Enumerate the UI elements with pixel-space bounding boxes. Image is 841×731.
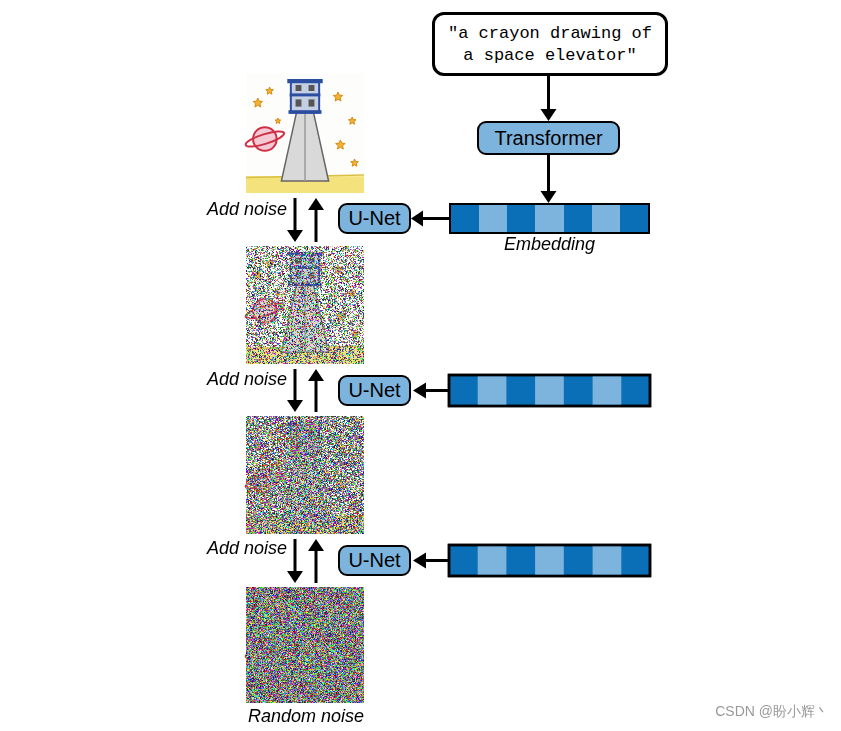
flow-arrow	[411, 211, 449, 227]
node-text: U-Net	[348, 379, 400, 402]
embedding-bar: Embedding	[449, 203, 650, 234]
embedding-cell	[451, 205, 479, 232]
node-text: U-Net	[348, 207, 400, 230]
embedding-cell	[592, 205, 620, 232]
noise-arrows	[287, 198, 324, 583]
arrow-head	[411, 211, 423, 227]
step-label: Add noise	[207, 538, 287, 559]
embedding-cell	[620, 205, 648, 232]
embedding-cell	[507, 205, 535, 232]
embedding-arrows	[413, 383, 448, 569]
watermark: CSDN @盼小辉丶	[715, 703, 829, 721]
arrow-line	[547, 155, 550, 193]
embedding-cell	[564, 205, 592, 232]
step-label: Add noise	[207, 369, 287, 390]
unet-box: U-Net	[338, 375, 411, 406]
step-label: Add noise	[207, 199, 287, 220]
embedding-bar	[449, 375, 650, 406]
arrow-head	[541, 109, 557, 121]
caption-label: Random noise	[206, 706, 406, 727]
node-text: Transformer	[494, 127, 602, 150]
arrow-line	[421, 217, 449, 220]
prompt-box: "a crayon drawing of a space elevator"	[432, 12, 668, 76]
flow-arrow	[541, 155, 557, 203]
flow-arrow	[541, 76, 557, 121]
unet-box: U-Net	[338, 203, 411, 234]
unet-box: U-Net	[338, 545, 411, 576]
arrow-line	[547, 76, 550, 111]
transformer-box: Transformer	[477, 121, 620, 155]
node-text: "a crayon drawing of a space elevator"	[448, 24, 652, 65]
embedding-bar	[449, 545, 650, 576]
node-text: U-Net	[348, 549, 400, 572]
embedding-cell	[479, 205, 507, 232]
embedding-cell	[535, 205, 563, 232]
embedding-label: Embedding	[411, 234, 688, 255]
arrow-head	[541, 191, 557, 203]
